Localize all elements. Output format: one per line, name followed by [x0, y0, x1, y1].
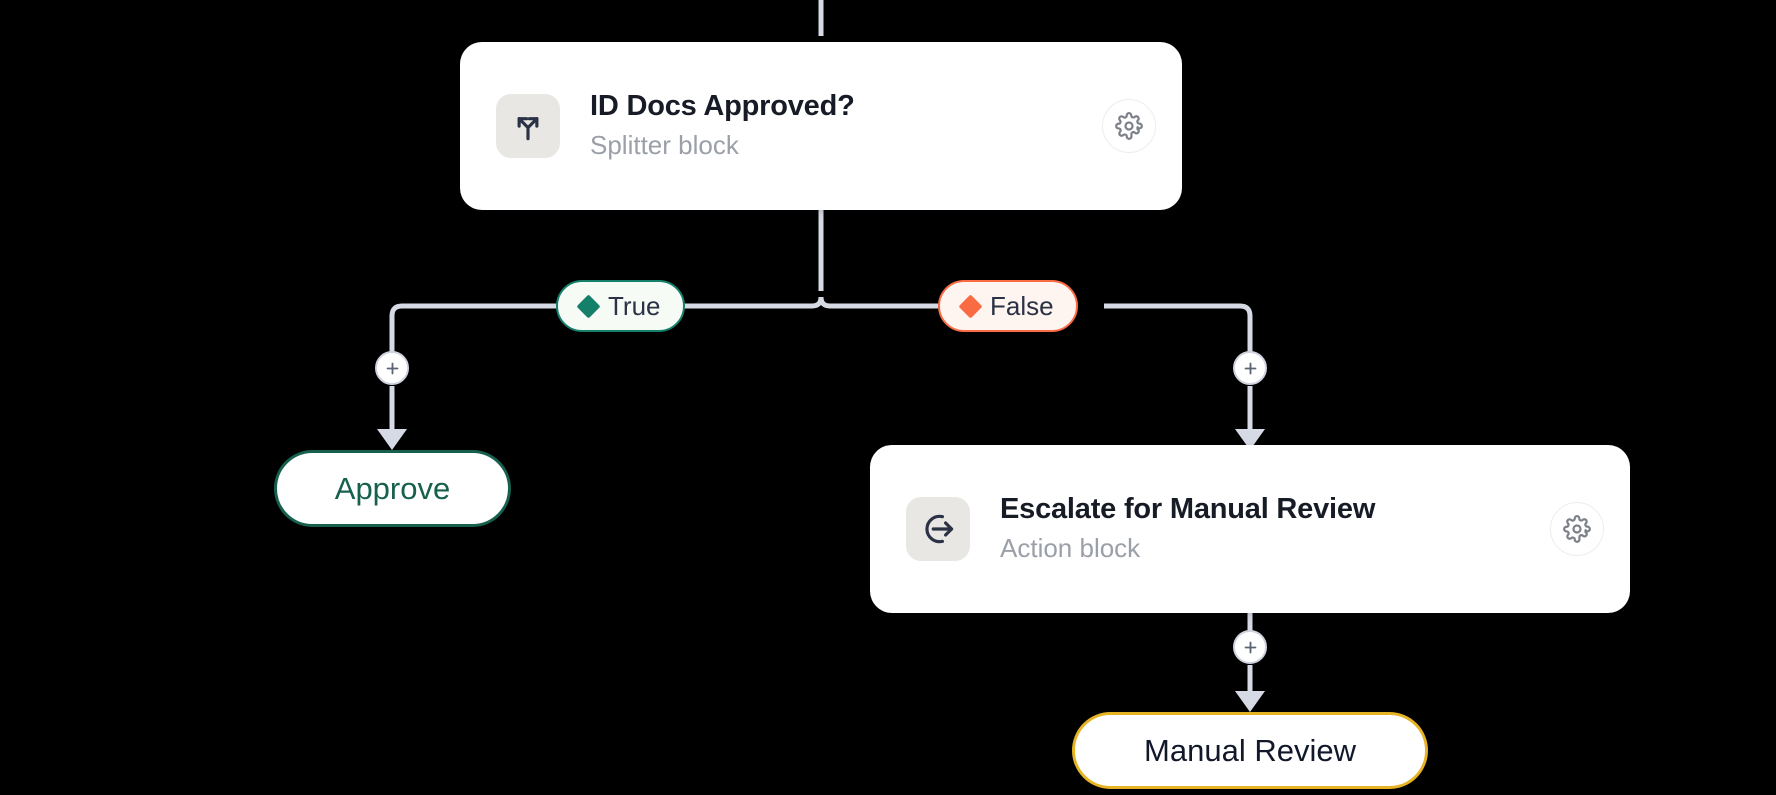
splitter-title: ID Docs Approved?: [590, 90, 855, 123]
splitter-settings-button[interactable]: [1102, 99, 1156, 153]
action-subtitle: Action block: [1000, 533, 1141, 564]
action-card-text: Escalate for Manual Review Action block: [1000, 493, 1550, 564]
diamond-icon: [958, 293, 983, 319]
splitter-card-text: ID Docs Approved? Splitter block: [590, 90, 1102, 161]
gear-icon: [1563, 515, 1591, 543]
wire-bar-right: [818, 296, 831, 309]
arrowhead-review: [1235, 691, 1265, 712]
diamond-icon: [576, 293, 601, 319]
block-card-splitter[interactable]: ID Docs Approved? Splitter block: [460, 42, 1182, 210]
splitter-icon-tile: [496, 94, 560, 158]
add-node-button-false-branch[interactable]: [1233, 351, 1267, 385]
terminal-pill-manual-review[interactable]: Manual Review: [1072, 712, 1428, 789]
terminal-label-approve: Approve: [334, 471, 451, 506]
wire-bar-right-corner: [1239, 303, 1253, 352]
wire-bar-left-corner: [389, 303, 409, 352]
condition-badge-false[interactable]: False: [938, 280, 1078, 332]
gear-icon: [1115, 112, 1143, 140]
splitter-subtitle: Splitter block: [590, 130, 739, 161]
condition-label-true: True: [608, 291, 661, 321]
terminal-pill-approve[interactable]: Approve: [274, 450, 511, 527]
block-card-action[interactable]: Escalate for Manual Review Action block: [870, 445, 1630, 613]
plus-icon: [1244, 641, 1256, 653]
plus-icon: [1244, 362, 1256, 374]
condition-label-false: False: [990, 291, 1054, 321]
condition-badge-true[interactable]: True: [556, 280, 685, 332]
action-icon-tile: [906, 497, 970, 561]
split-arrows-icon: [517, 117, 539, 141]
arrowhead-approve: [377, 429, 407, 450]
action-title: Escalate for Manual Review: [1000, 493, 1376, 526]
action-settings-button[interactable]: [1550, 502, 1604, 556]
arrow-exit-circle-icon: [925, 514, 954, 544]
add-node-button-after-action[interactable]: [1233, 630, 1267, 664]
terminal-label-manual-review: Manual Review: [1144, 733, 1356, 768]
add-node-button-true-branch[interactable]: [375, 351, 409, 385]
plus-icon: [386, 362, 398, 374]
wire-bar-left: [811, 296, 824, 309]
